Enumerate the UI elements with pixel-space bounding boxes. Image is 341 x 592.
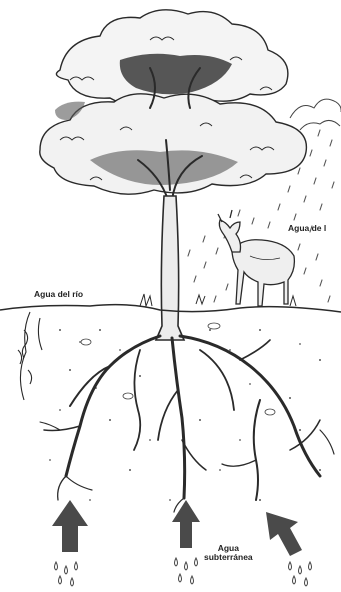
river-water-label: Agua del río [34, 290, 83, 299]
groundwater-label-line2: subterránea [204, 553, 253, 562]
deer [218, 210, 294, 306]
groundwater-label: Agua subterránea [204, 544, 253, 562]
rain-water-label: Agua de l [288, 224, 326, 233]
groundwater-arrow-left [52, 500, 88, 586]
groundwater-arrow-right [266, 512, 312, 586]
rain-cloud [290, 99, 341, 130]
tree-trunk [156, 196, 184, 340]
groundwater-arrow-center [172, 500, 200, 584]
tree-roots [40, 336, 334, 512]
tree-canopy [40, 10, 307, 200]
river [18, 312, 42, 400]
